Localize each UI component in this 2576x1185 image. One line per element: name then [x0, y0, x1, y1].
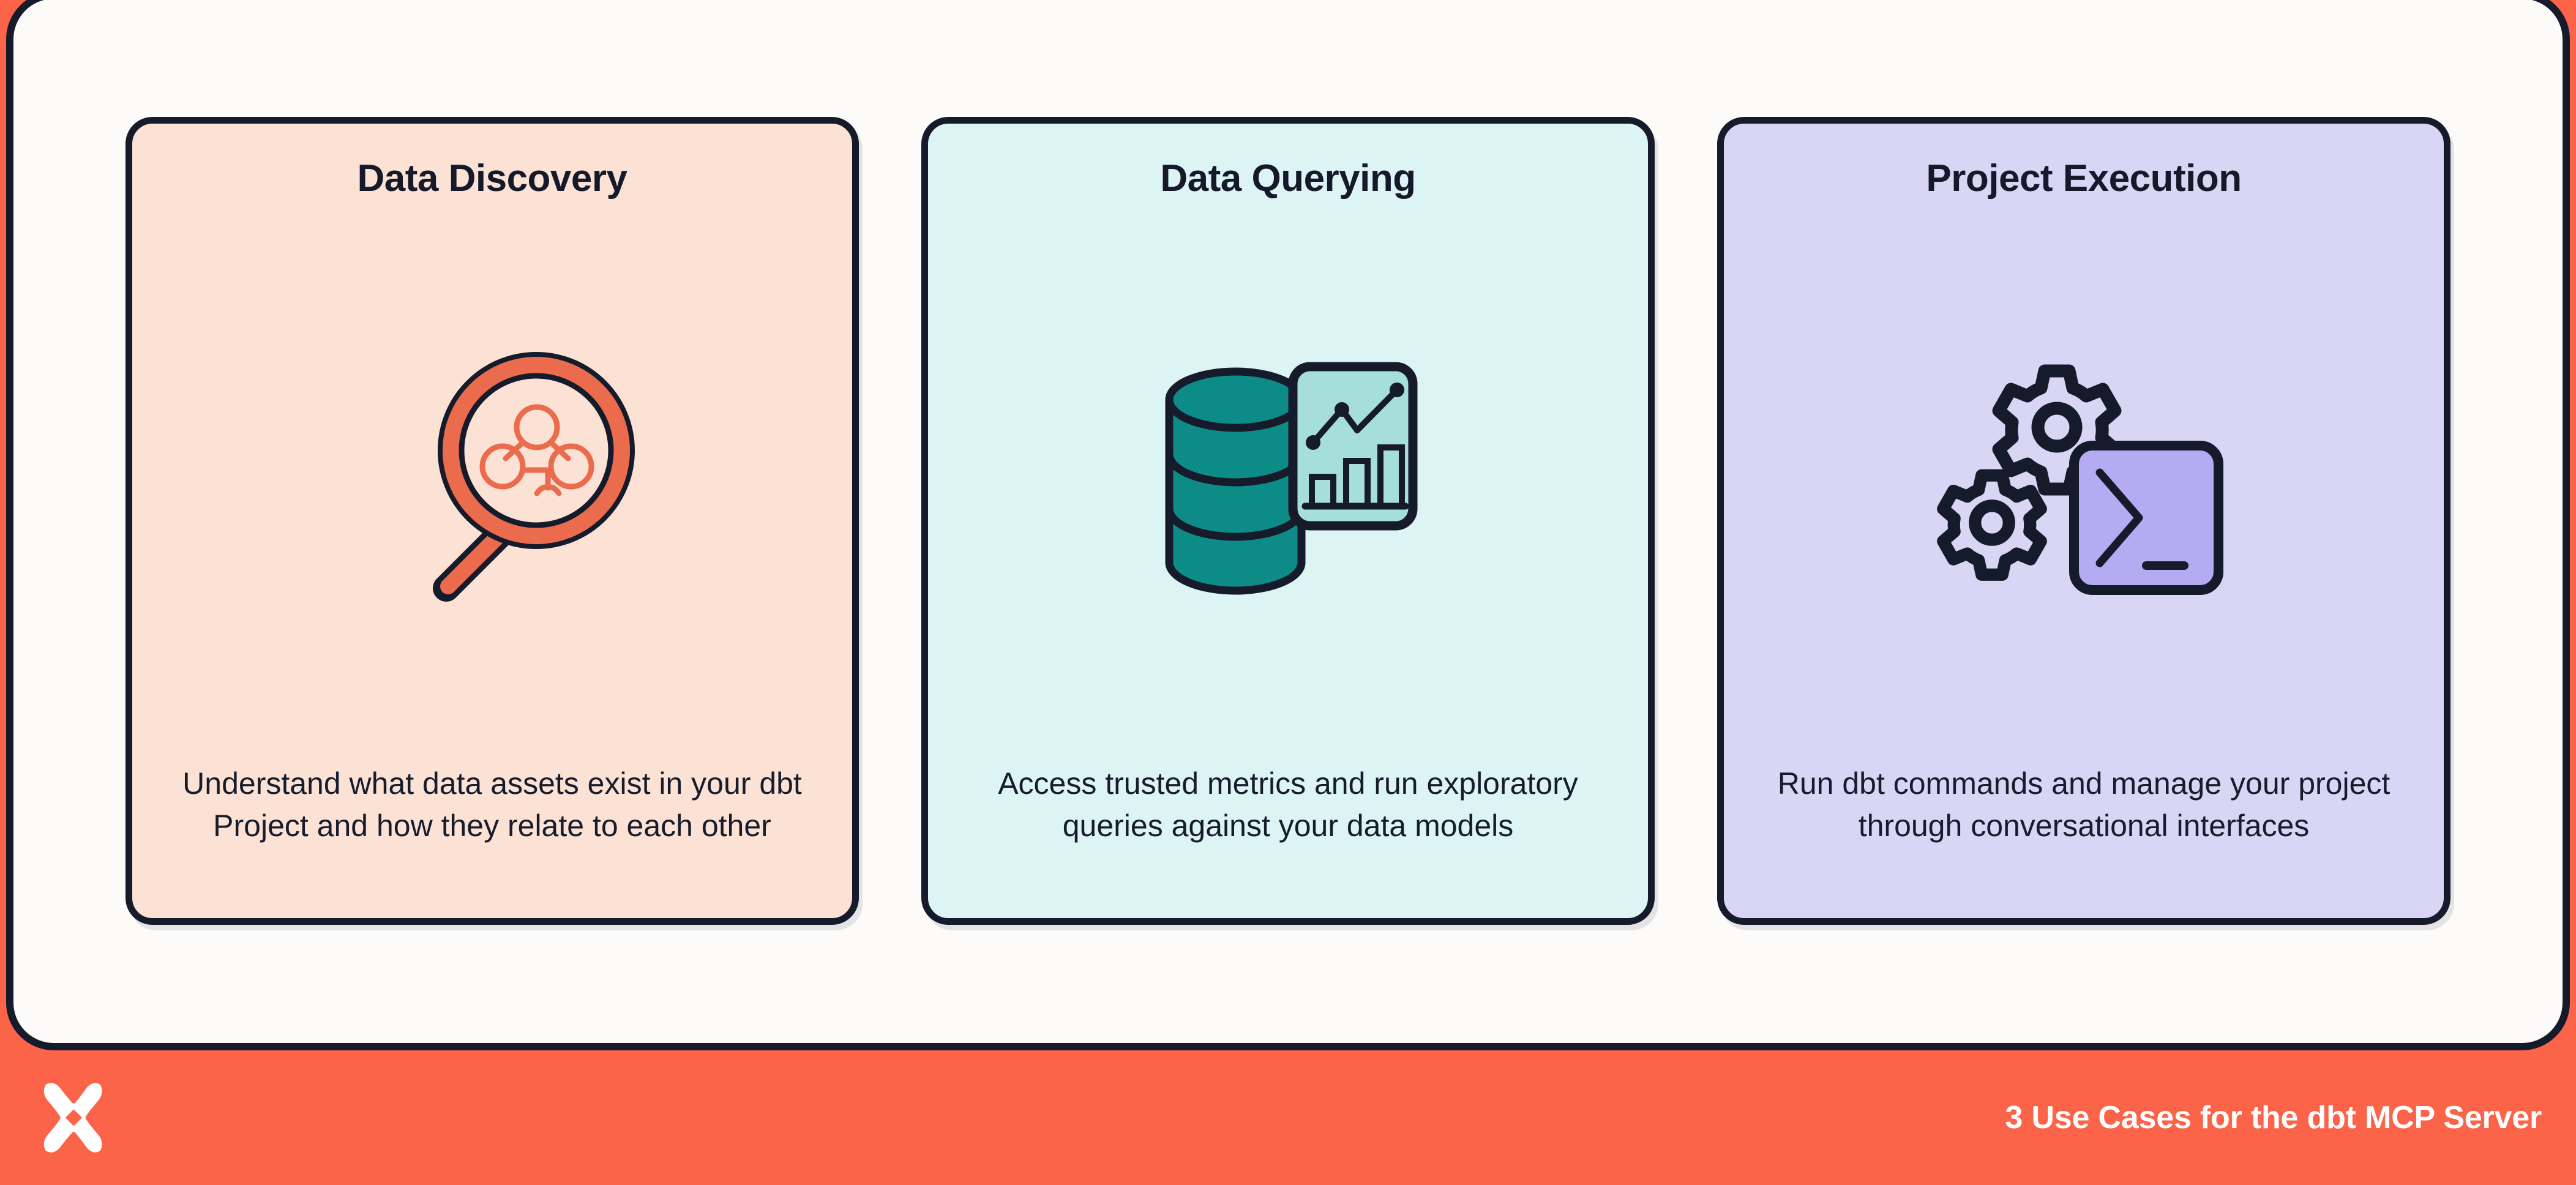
- terminal-window-icon: [2069, 441, 2223, 596]
- card-data-discovery: Data Discovery: [125, 117, 859, 925]
- database-chart-icon: [1165, 362, 1418, 595]
- card-project-execution: Project Execution: [1717, 117, 2451, 925]
- gears-terminal-icon: [1937, 364, 2223, 596]
- icon-container-project-execution: [1758, 200, 2409, 763]
- card-body-project-execution: Run dbt commands and manage your project…: [1777, 766, 2391, 843]
- card-title-data-querying: Data Querying: [1160, 157, 1416, 200]
- footer-bar: 3 Use Cases for the dbt MCP Server: [0, 1050, 2576, 1185]
- icon-container-data-discovery: [167, 200, 818, 763]
- card-body-data-discovery: Understand what data assets exist in you…: [182, 766, 802, 843]
- content-panel: Data Discovery: [6, 0, 2570, 1050]
- icon-container-data-querying: [962, 200, 1614, 763]
- card-title-project-execution: Project Execution: [1926, 157, 2242, 200]
- dbt-logo-icon: [43, 1083, 102, 1153]
- magnifying-glass-graph-icon: [433, 352, 635, 602]
- card-title-data-discovery: Data Discovery: [357, 157, 627, 200]
- footer-caption: 3 Use Cases for the dbt MCP Server: [2005, 1100, 2542, 1135]
- gear-icon: [1937, 469, 2047, 581]
- card-data-querying: Data Querying: [921, 117, 1655, 925]
- card-body-data-querying: Access trusted metrics and run explorato…: [998, 766, 1578, 843]
